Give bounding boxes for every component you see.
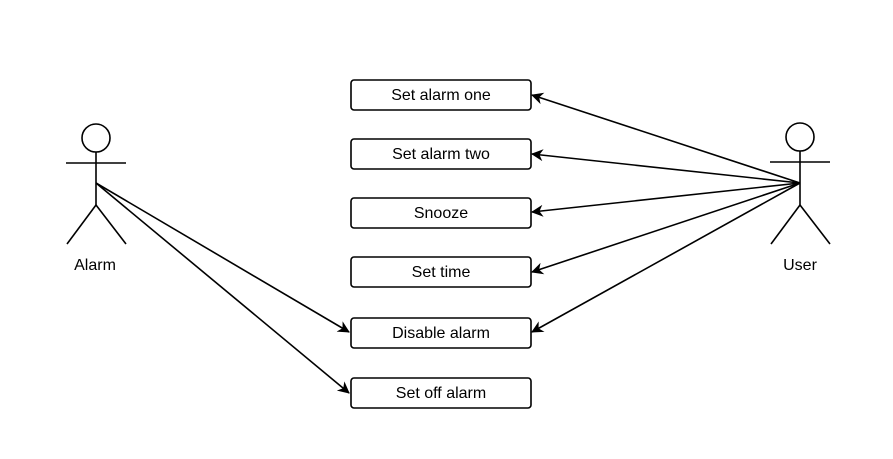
use-case-set-alarm-two[interactable]: Set alarm two xyxy=(350,138,532,170)
actor-label: User xyxy=(783,257,817,274)
use-case-label: Set alarm one xyxy=(391,87,491,104)
use-case-disable-alarm[interactable]: Disable alarm xyxy=(350,317,532,349)
use-case-snooze[interactable]: Snooze xyxy=(350,197,532,229)
use-case-label: Set off alarm xyxy=(396,385,486,402)
actor-user[interactable]: User xyxy=(770,122,831,274)
use-case-label: Set alarm two xyxy=(392,146,490,163)
actor-label: Alarm xyxy=(74,257,116,274)
use-case-label: Snooze xyxy=(414,205,468,222)
use-case-label: Disable alarm xyxy=(392,325,490,342)
associations xyxy=(95,92,801,394)
actor-alarm[interactable]: Alarm xyxy=(66,123,127,274)
stick-figure-icon xyxy=(66,123,127,245)
association-user-set-alarm-one xyxy=(531,92,801,184)
use-case-set-time[interactable]: Set time xyxy=(350,256,532,288)
association-user-disable-alarm xyxy=(531,182,801,333)
association-user-snooze xyxy=(531,182,801,217)
stick-figure-icon xyxy=(770,122,831,245)
association-user-set-time xyxy=(531,182,801,275)
use-case-set-off-alarm[interactable]: Set off alarm xyxy=(350,377,532,409)
association-alarm-disable-alarm xyxy=(95,182,350,333)
use-case-set-alarm-one[interactable]: Set alarm one xyxy=(350,79,532,111)
use-case-label: Set time xyxy=(412,264,471,281)
association-user-set-alarm-two xyxy=(531,149,801,184)
association-alarm-set-off-alarm xyxy=(95,182,350,394)
